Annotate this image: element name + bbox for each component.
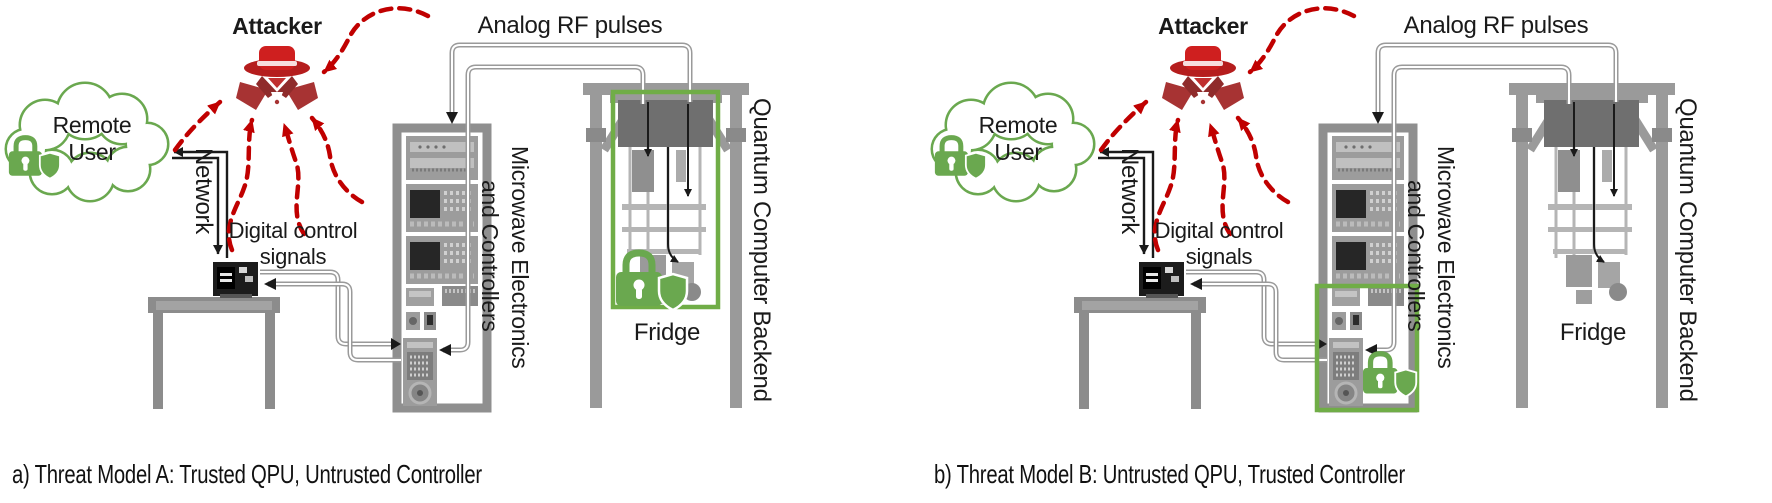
fridge-wire [1593,147,1605,263]
threat-model-diagram: Remote User Attacker [930,6,1701,413]
attacker-label: Attacker [232,13,322,39]
attack-arrow-network [1098,99,1149,153]
network-label: Network [1116,148,1143,235]
fridge-wire [667,147,679,263]
panel-a: Remote User Attacker [0,0,886,415]
attacker-spy-icon [236,46,318,110]
controller-rack [392,123,492,413]
controller-rack [1318,123,1418,413]
rack-tower-controller [403,338,437,406]
attack-arrow-host [1152,117,1181,253]
attack-arrow-digital [281,121,307,237]
fridge-cryostat [610,95,722,304]
remote-user-label-line2: User [68,139,116,165]
analog-rf-wires [439,42,693,356]
threat-model-diagram: Remote User Attacker [4,6,775,413]
diagram-root: Remote User Attacker [4,6,775,413]
analog-rf-label: Analog RF pulses [478,12,663,39]
remote-user-label-line2: User [994,139,1042,165]
fridge-label: Fridge [1560,319,1626,346]
remote-user-label-line1: Remote [979,112,1058,138]
attack-arrow-rack [1235,115,1291,205]
remote-user-cloud: Remote User [930,81,1096,203]
attack-arrow-network [172,99,223,153]
attack-arrow-host [226,117,255,253]
fridge-gantry-frame [1509,83,1675,408]
network-link [1098,147,1155,258]
attacker-label: Attacker [1158,13,1248,39]
attack-arrows [172,6,431,253]
remote-user-label-line1: Remote [53,112,132,138]
microwave-electronics-label: Microwave Electronicsand Controllers [477,146,533,369]
attack-arrow-rack [309,115,365,205]
host-computer [213,262,258,298]
trusted-highlight-box [610,89,721,310]
fridge-label: Fridge [634,319,700,346]
attacker: Attacker [1158,13,1248,110]
desk [1074,297,1206,409]
desk [148,297,280,409]
attack-arrow-digital [1207,121,1233,237]
digital-control-wires [1186,269,1327,363]
rack-tower-controller [1329,338,1363,406]
attack-arrow-rf [1247,6,1357,75]
trusted-highlight-box [1314,283,1420,413]
fridge-cryostat [1536,95,1648,304]
attacker-spy-icon [1162,46,1244,110]
attack-arrows [1098,6,1357,253]
digital-control-wires [260,269,401,363]
host-computer [1139,262,1184,298]
attack-arrow-rf [321,6,431,75]
quantum-backend-label: Quantum Computer Backend [1674,98,1701,402]
analog-rf-label: Analog RF pulses [1404,12,1589,39]
panel-b: Remote User Attacker [886,0,1772,415]
quantum-backend-label: Quantum Computer Backend [748,98,775,402]
microwave-electronics-label: Microwave Electronicsand Controllers [1403,146,1459,369]
remote-user-cloud: Remote User [4,81,170,203]
diagram-root: Remote User Attacker [930,6,1701,413]
caption-b: b) Threat Model B: Untrusted QPU, Truste… [934,459,1405,489]
caption-a: a) Threat Model A: Trusted QPU, Untruste… [12,459,482,489]
network-label: Network [190,148,217,235]
network-link [172,147,229,258]
attacker: Attacker [232,13,322,110]
analog-rf-wires [1365,42,1619,356]
